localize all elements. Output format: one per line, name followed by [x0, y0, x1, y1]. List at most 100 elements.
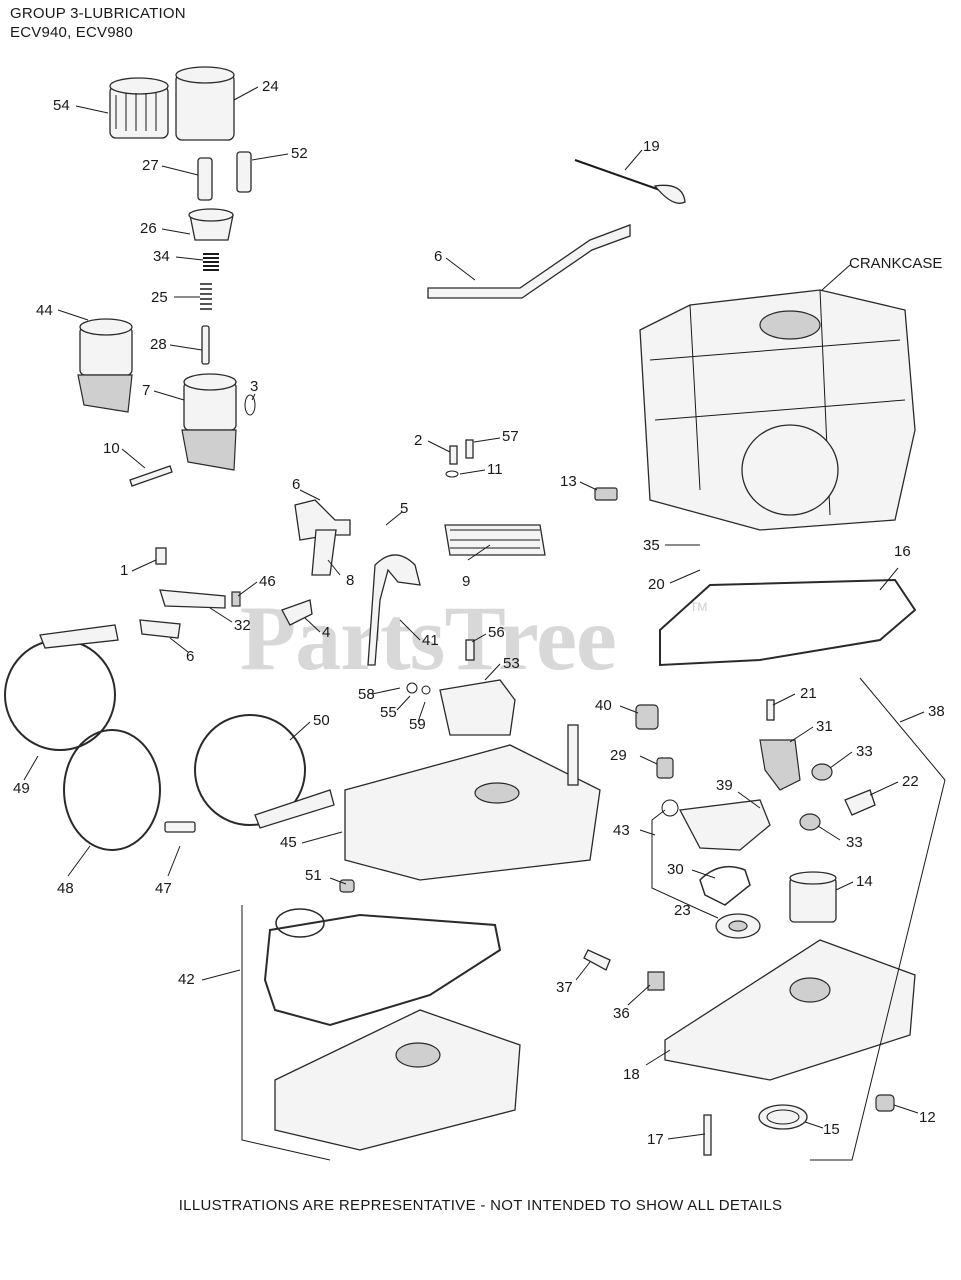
callout-6: 6: [434, 248, 442, 265]
callout-33: 33: [856, 743, 873, 760]
callout-34: 34: [153, 248, 170, 265]
callout-27: 27: [142, 157, 159, 174]
callout-33: 33: [846, 834, 863, 851]
callout-49: 49: [13, 780, 30, 797]
callout-30: 30: [667, 861, 684, 878]
oil-line-coils: [4, 624, 335, 851]
callout-23: 23: [674, 902, 691, 919]
plug-12: [875, 1094, 895, 1112]
callout-59: 59: [409, 716, 426, 733]
callout-46: 46: [259, 573, 276, 590]
seal-15: [758, 1104, 808, 1130]
callout-19: 19: [643, 138, 660, 155]
callout-6: 6: [292, 476, 300, 493]
crankcase: [639, 289, 916, 531]
callout-52: 52: [291, 145, 308, 162]
disclaimer-footer: ILLUSTRATIONS ARE REPRESENTATIVE - NOT I…: [178, 1197, 783, 1214]
oil-pan-18: [664, 939, 916, 1081]
callout-29: 29: [610, 747, 627, 764]
bolt-21: [766, 699, 775, 721]
sensor-13: [594, 487, 618, 501]
callout-28: 28: [150, 336, 167, 353]
callout-3: 3: [250, 378, 258, 395]
callout-37: 37: [556, 979, 573, 996]
callout-45: 45: [280, 834, 297, 851]
spring-34: [203, 253, 219, 271]
callout-16: 16: [894, 543, 911, 560]
oil-filter-24: [175, 66, 235, 141]
callout-31: 31: [816, 718, 833, 735]
callout-24: 24: [262, 78, 279, 95]
fitting-37-36: [583, 949, 665, 991]
adapter-47: [164, 821, 196, 833]
callout-13: 13: [560, 473, 577, 490]
oil-pump-39: [661, 799, 771, 851]
callout-25: 25: [151, 289, 168, 306]
plugs-33-22: [799, 763, 876, 831]
callout-22: 22: [902, 773, 919, 790]
callout-10: 10: [103, 440, 120, 457]
leader-lines: [23, 86, 925, 1140]
callout-43: 43: [613, 822, 630, 839]
callout-42: 42: [178, 971, 195, 988]
adapter-52: [236, 151, 252, 193]
bolt-17: [703, 1114, 712, 1156]
callout-40: 40: [595, 697, 612, 714]
callout-8: 8: [346, 572, 354, 589]
watermark-trademark: TM: [690, 600, 708, 614]
callout-36: 36: [613, 1005, 630, 1022]
callout-35: 35: [643, 537, 660, 554]
callout-9: 9: [462, 573, 470, 590]
callout-6: 6: [186, 648, 194, 665]
callout-56: 56: [488, 624, 505, 641]
seal-30: [699, 865, 751, 906]
callout-51: 51: [305, 867, 322, 884]
oil-filter-54: [109, 77, 169, 139]
callout-57: 57: [502, 428, 519, 445]
bearing-23: [715, 913, 761, 939]
filter-base-7: [181, 373, 237, 471]
o-ring-3: [244, 394, 256, 416]
filter-base-44: [77, 318, 133, 413]
dipstick-tube-6: [427, 224, 631, 299]
callout-32: 32: [234, 617, 251, 634]
spring-25: [200, 283, 212, 310]
fitting-1-46: [155, 547, 241, 607]
filter-cup-26: [188, 208, 234, 241]
callout-15: 15: [823, 1121, 840, 1138]
gasket-42: [263, 908, 502, 1027]
adapter-27: [197, 157, 213, 201]
gasket-16: [659, 578, 917, 667]
bracket-group-43: [651, 809, 701, 911]
callout-1: 1: [120, 562, 128, 579]
callout-4: 4: [322, 624, 330, 641]
callout-47: 47: [155, 880, 172, 897]
bracket-group-42: [241, 905, 331, 1161]
nut-51: [339, 879, 355, 893]
callout-18: 18: [623, 1066, 640, 1083]
crankcase-label: CRANKCASE: [849, 255, 943, 272]
callout-14: 14: [856, 873, 873, 890]
pin-28: [201, 325, 210, 365]
hoses-left: [139, 499, 421, 666]
callout-5: 5: [400, 500, 408, 517]
callout-39: 39: [716, 777, 733, 794]
bracket-group-38: [810, 677, 946, 1161]
callout-55: 55: [380, 704, 397, 721]
sender-29: [656, 757, 674, 779]
callout-44: 44: [36, 302, 53, 319]
callout-53: 53: [503, 655, 520, 672]
callout-11: 11: [487, 461, 503, 478]
group-title: GROUP 3-LUBRICATION: [10, 5, 186, 22]
pump-53-cover: [406, 679, 516, 736]
callout-7: 7: [142, 382, 150, 399]
callout-26: 26: [140, 220, 157, 237]
callout-20: 20: [648, 576, 665, 593]
callout-2: 2: [414, 432, 422, 449]
fitting-56: [465, 639, 475, 661]
callout-12: 12: [919, 1109, 936, 1126]
bushing-14: [789, 871, 837, 923]
